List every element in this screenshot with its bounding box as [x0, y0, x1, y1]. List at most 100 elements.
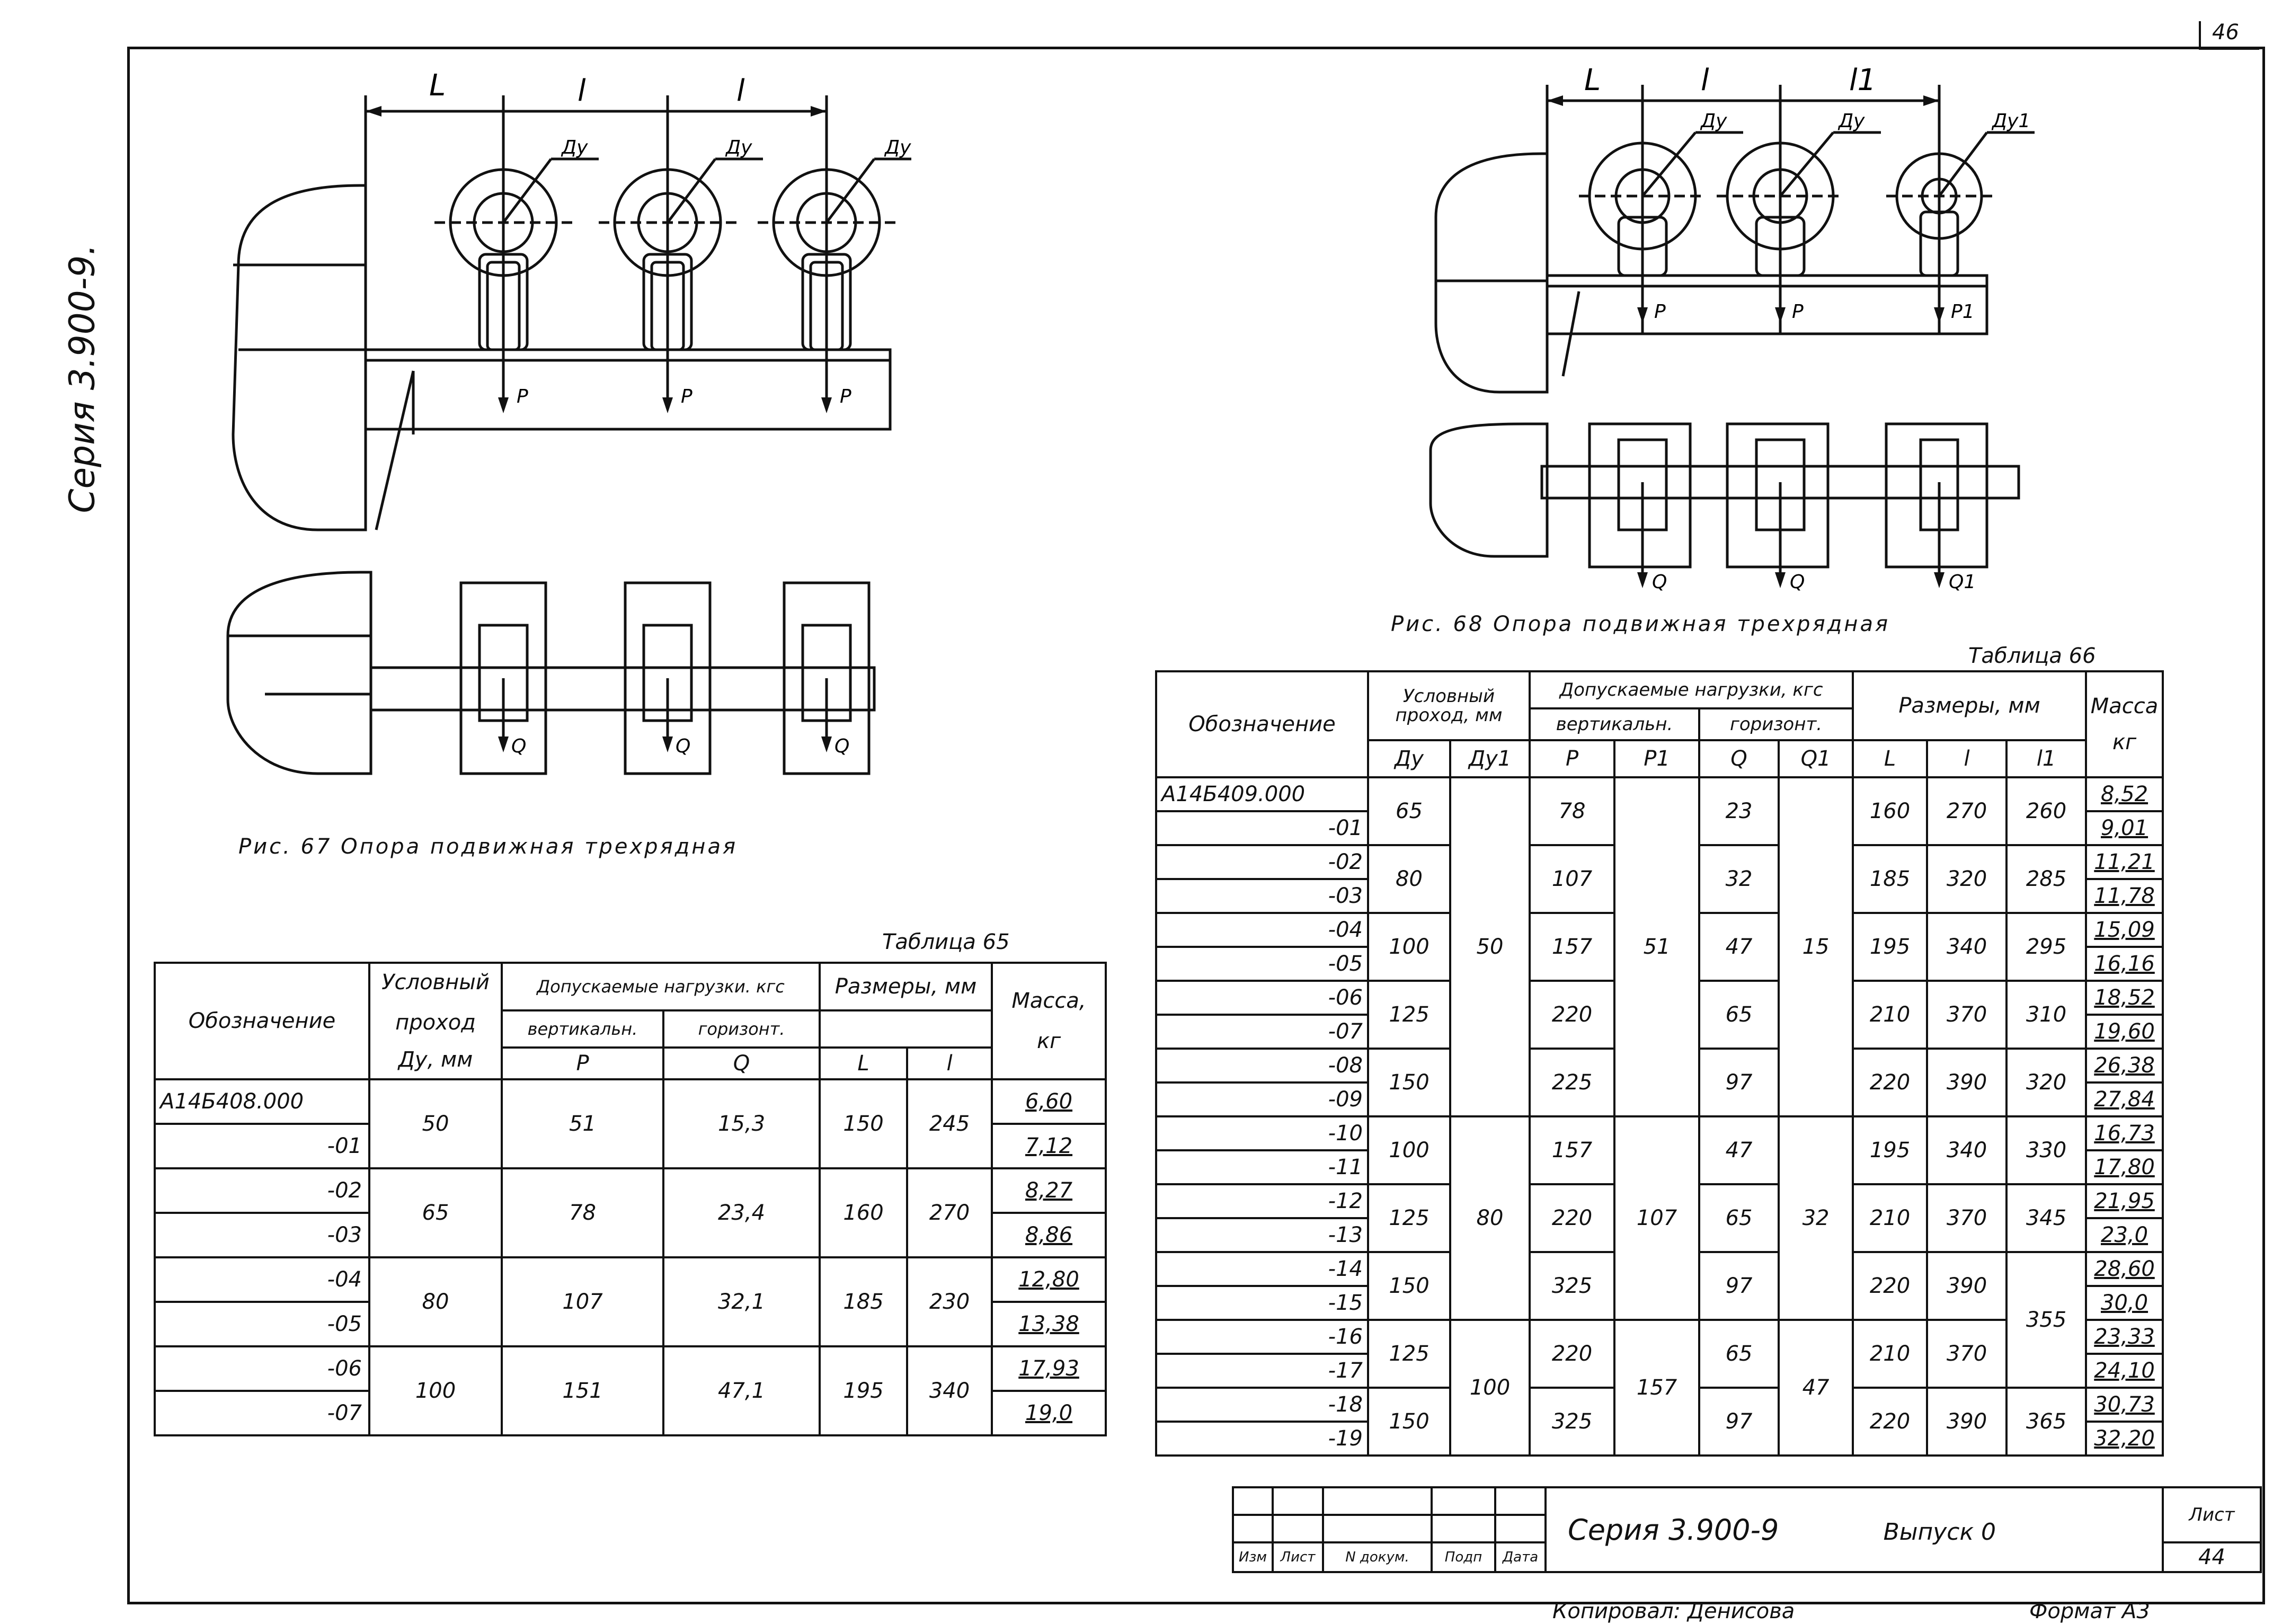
- t66-q: 65: [1698, 1183, 1780, 1253]
- t66-mass: 16,73: [2085, 1115, 2164, 1151]
- tb-cell: [1431, 1486, 1496, 1516]
- t66-header-horizontal: горизонт.: [1698, 707, 1854, 741]
- t65-mass: 8,86: [991, 1212, 1107, 1258]
- figure-67-drawing: L l l Ду Ду Ду P P P Q Q Q: [226, 68, 911, 775]
- t65-header-loads: Допускаемые нагрузки. кгс: [500, 962, 821, 1011]
- t66-p: 220: [1529, 980, 1616, 1050]
- fig68-load-p-1: P: [1654, 301, 1666, 323]
- fig68-caption: Рис. 68 Опора подвижная трехрядная: [1391, 612, 1890, 636]
- t66-mass: 27,84: [2085, 1081, 2164, 1117]
- t66-q1: 32: [1778, 1115, 1854, 1321]
- t65-L: 195: [819, 1345, 909, 1436]
- t65-code: А14Б408.000: [154, 1078, 370, 1125]
- t66-dn: 150: [1367, 1387, 1451, 1457]
- t66-p: 325: [1529, 1251, 1616, 1321]
- fig68-dim-L: L: [1584, 63, 1601, 97]
- t66-header-L: L: [1852, 739, 1929, 778]
- t66-header-q1: Q1: [1778, 739, 1854, 778]
- t65-p: 51: [501, 1078, 664, 1169]
- fig67-dn-label-2: Ду: [725, 137, 752, 158]
- tb-col-date: Дата: [1494, 1541, 1547, 1573]
- t66-l: 320: [1926, 844, 2008, 914]
- t65-mass: 12,80: [991, 1256, 1107, 1303]
- t65-mass: 7,12: [991, 1123, 1107, 1169]
- t66-q: 97: [1698, 1387, 1780, 1457]
- t65-q: 15,3: [662, 1078, 821, 1169]
- tb-series: Серия 3.900-9: [1568, 1513, 1779, 1547]
- t65-code: -04: [154, 1256, 370, 1303]
- fig67-load-q-3: Q: [834, 735, 849, 757]
- series-vertical-label: Серия 3.900-9.: [61, 244, 103, 513]
- t66-code: -07: [1155, 1014, 1369, 1050]
- t66-p1: 157: [1613, 1319, 1701, 1457]
- t66-q: 47: [1698, 1115, 1780, 1185]
- t65-q: 47,1: [662, 1345, 821, 1436]
- t66-l: 390: [1926, 1387, 2008, 1457]
- fig67-load-q-1: Q: [511, 735, 526, 757]
- t66-l1: 285: [2005, 844, 2088, 914]
- t66-dn: 80: [1367, 844, 1451, 914]
- t66-header-p1: P1: [1613, 739, 1701, 778]
- t66-mass: 24,10: [2085, 1353, 2164, 1389]
- t66-l1: 355: [2005, 1251, 2088, 1389]
- t66-code: -13: [1155, 1217, 1369, 1253]
- fig68-load-q-2: Q: [1790, 571, 1805, 593]
- t65-header-p: P: [501, 1046, 664, 1080]
- t66-l: 270: [1926, 776, 2008, 846]
- t66-l: 390: [1926, 1048, 2008, 1117]
- t66-mass: 17,80: [2085, 1149, 2164, 1185]
- tb-cell: [1322, 1486, 1433, 1516]
- t66-p1: 51: [1613, 776, 1701, 1117]
- t66-mass: 21,95: [2085, 1183, 2164, 1219]
- t66-q: 97: [1698, 1048, 1780, 1117]
- t66-l1: 260: [2005, 776, 2088, 846]
- t65-dn: 65: [368, 1167, 503, 1258]
- t65-mass: 19,0: [991, 1390, 1107, 1436]
- t66-q1: 15: [1778, 776, 1854, 1117]
- drawing-frame: [127, 47, 2265, 1604]
- t66-code: -08: [1155, 1048, 1369, 1084]
- t66-header-mass: Масса кг: [2085, 670, 2164, 778]
- t66-code: -17: [1155, 1353, 1369, 1389]
- table-65-title: Таблица 65: [882, 930, 1010, 954]
- t66-mass: 9,01: [2085, 810, 2164, 846]
- t66-mass: 28,60: [2085, 1251, 2164, 1287]
- t66-header-mass-1: Масса: [2090, 694, 2159, 718]
- t66-p: 225: [1529, 1048, 1616, 1117]
- t65-header-horizontal: горизонт.: [662, 1009, 821, 1049]
- t65-code: -03: [154, 1212, 370, 1258]
- t66-header-dn1: Ду1: [1449, 739, 1531, 778]
- t65-l: 245: [906, 1078, 993, 1169]
- t65-header-designation: Обозначение: [154, 962, 370, 1080]
- t65-p: 151: [501, 1345, 664, 1436]
- t66-q: 32: [1698, 844, 1780, 914]
- t66-dn: 150: [1367, 1048, 1451, 1117]
- t65-dn: 100: [368, 1345, 503, 1436]
- t66-header-q: Q: [1698, 739, 1780, 778]
- t65-mass: 13,38: [991, 1301, 1107, 1347]
- sheet-corner-number: 46: [2212, 20, 2239, 45]
- table-65: Обозначение Условный проход Ду, мм Допус…: [154, 962, 1107, 1436]
- fig68-load-p-2: P: [1792, 301, 1804, 323]
- tb-cell: [1494, 1486, 1547, 1516]
- t66-p: 157: [1529, 912, 1616, 982]
- t66-mass: 26,38: [2085, 1048, 2164, 1084]
- tb-col-sign: Подп: [1431, 1541, 1496, 1573]
- t66-L: 185: [1852, 844, 1929, 914]
- t66-L: 220: [1852, 1251, 1929, 1321]
- t66-code: А14Б409.000: [1155, 776, 1369, 812]
- tb-col-izm: Изм: [1232, 1541, 1274, 1573]
- fig68-dim-l1: l1: [1849, 63, 1876, 97]
- t65-l: 340: [906, 1345, 993, 1436]
- t66-code: -10: [1155, 1115, 1369, 1151]
- t66-L: 210: [1852, 1319, 1929, 1389]
- t66-code: -05: [1155, 946, 1369, 982]
- fig67-dn-label-3: Ду: [884, 137, 911, 158]
- tb-sheet-no: 44: [2162, 1541, 2262, 1573]
- t66-L: 210: [1852, 1183, 1929, 1253]
- t65-header-sizes-spacer: [819, 1010, 993, 1049]
- tb-col-doc: N докум.: [1322, 1541, 1433, 1573]
- t66-p: 78: [1529, 776, 1616, 846]
- t66-header-nominal: Условный проход, мм: [1366, 670, 1531, 741]
- t66-code: -04: [1155, 912, 1369, 948]
